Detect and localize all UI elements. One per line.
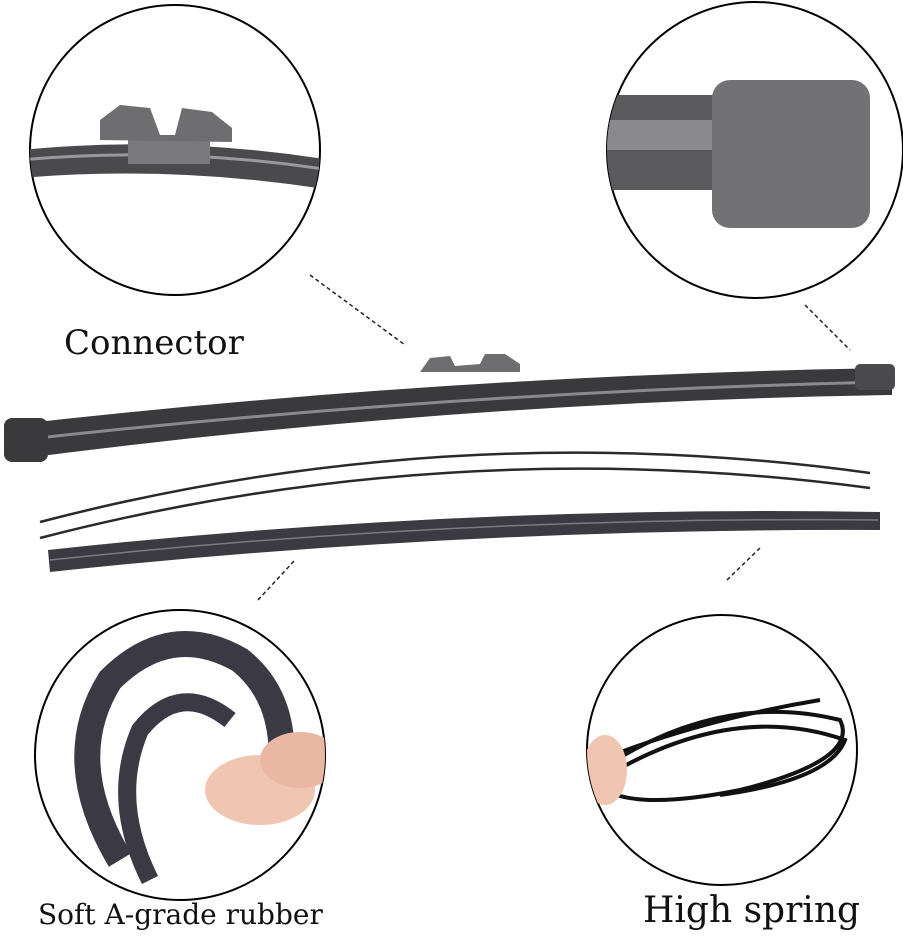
spring-detail-circle — [586, 614, 858, 886]
rubber-detail-circle — [34, 609, 326, 901]
connector-detail-circle — [29, 4, 321, 296]
spring-strips — [39, 451, 871, 540]
rubber-strip — [48, 511, 880, 572]
rubber-label: Soft A-grade rubber — [38, 898, 323, 931]
spring-label: High spring — [643, 890, 861, 931]
wiper-blade — [4, 354, 895, 462]
leader-lines — [257, 274, 851, 601]
connector-label: Connector — [64, 323, 244, 363]
end-cap-detail-circle — [606, 1, 903, 299]
